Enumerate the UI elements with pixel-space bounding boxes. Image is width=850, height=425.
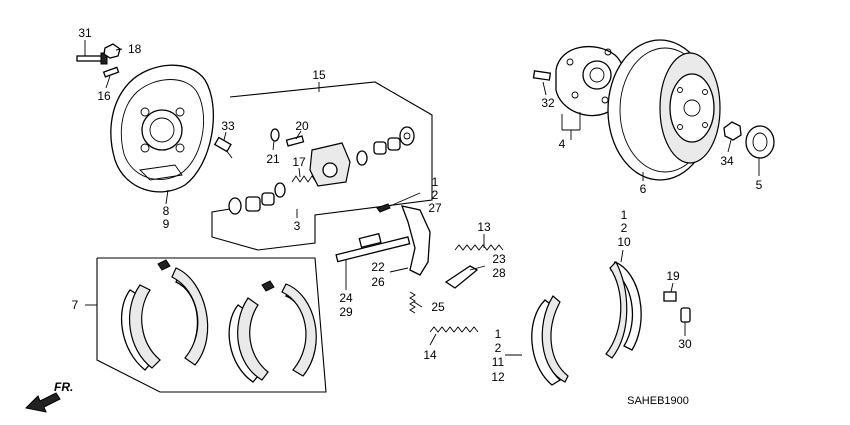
clip-27[interactable] [376, 203, 391, 213]
parking-lever-22-26[interactable] [400, 205, 431, 276]
piston-seals-3[interactable] [228, 182, 286, 215]
callout-14: 14 [423, 348, 437, 362]
bleeder-screw-20[interactable] [285, 135, 305, 147]
callout-30: 30 [678, 337, 692, 351]
callout-33: 33 [221, 119, 235, 133]
spring-17[interactable] [291, 175, 317, 183]
callout-34: 34 [720, 154, 734, 168]
clip-30[interactable] [680, 307, 691, 323]
spring-13[interactable] [454, 244, 504, 251]
brake-drum[interactable] [607, 39, 721, 181]
brake-shoe-11[interactable] [531, 295, 569, 386]
callout-10: 10 [617, 235, 631, 249]
callout-16: 16 [97, 89, 111, 103]
callout-19: 19 [666, 269, 680, 283]
cap-5[interactable] [745, 125, 775, 159]
callout-11: 11 [492, 355, 505, 369]
callout-2-mid: 2 [621, 221, 628, 235]
callout-32: 32 [541, 96, 555, 110]
callout-20: 20 [295, 119, 309, 133]
nut-18[interactable] [103, 43, 121, 59]
bolt-33[interactable] [213, 136, 233, 159]
callout-23: 23 [492, 252, 506, 266]
callout-1-mid: 1 [621, 208, 628, 222]
callout-26: 26 [371, 275, 385, 289]
nut-34[interactable] [723, 121, 742, 141]
spring-25[interactable] [409, 291, 416, 314]
callout-25: 25 [431, 300, 445, 314]
callout-13: 13 [477, 220, 491, 234]
callout-1-bottom: 1 [495, 327, 502, 341]
backing-plate[interactable] [110, 64, 215, 193]
callout-18: 18 [128, 42, 142, 56]
leader-lines [84, 40, 760, 356]
hub-bolt-32[interactable] [532, 70, 552, 81]
callout-7: 7 [72, 298, 79, 312]
cap-21[interactable] [270, 128, 280, 142]
bolt-16[interactable] [102, 66, 120, 78]
adjuster-lever-23-28[interactable] [444, 265, 479, 289]
callout-21: 21 [266, 152, 280, 166]
clips-in-box[interactable] [157, 259, 275, 292]
brake-shoe-10[interactable] [605, 260, 642, 359]
callout-24: 24 [339, 291, 353, 305]
callout-15: 15 [312, 68, 326, 82]
callout-1-top: 1 [432, 175, 439, 189]
callout-6: 6 [640, 182, 647, 196]
callout-4: 4 [559, 137, 566, 151]
callout-29: 29 [339, 305, 353, 319]
wheel-cylinder[interactable] [309, 142, 351, 187]
hub-bearing[interactable] [555, 45, 626, 117]
piston-seals-right[interactable] [356, 126, 415, 166]
callout-12: 12 [491, 370, 505, 384]
callout-22: 22 [371, 260, 385, 274]
callout-17: 17 [292, 155, 306, 169]
callout-5: 5 [756, 178, 763, 192]
callout-28: 28 [492, 266, 506, 280]
callout-9: 9 [163, 217, 170, 231]
callout-2-bottom: 2 [495, 341, 502, 355]
callout-8: 8 [163, 204, 170, 218]
pin-19[interactable] [663, 291, 677, 302]
callout-31: 31 [78, 26, 92, 40]
callout-2-top: 2 [432, 188, 439, 202]
bolt-31[interactable] [76, 52, 108, 65]
direction-label: FR. [54, 380, 73, 394]
callout-27: 27 [428, 201, 442, 215]
adjuster-rod-24-29[interactable] [335, 232, 411, 263]
diagram-code: SAHEB1900 [627, 395, 689, 407]
brake-shoe-box [96, 257, 327, 393]
wheel-cylinder-box [211, 81, 433, 251]
brake-shoe-left-pair[interactable] [120, 267, 209, 371]
brake-shoe-right-pair[interactable] [228, 283, 317, 383]
callout-3: 3 [294, 219, 301, 233]
spring-14[interactable] [429, 326, 479, 333]
front-direction-arrow-icon [24, 392, 61, 413]
